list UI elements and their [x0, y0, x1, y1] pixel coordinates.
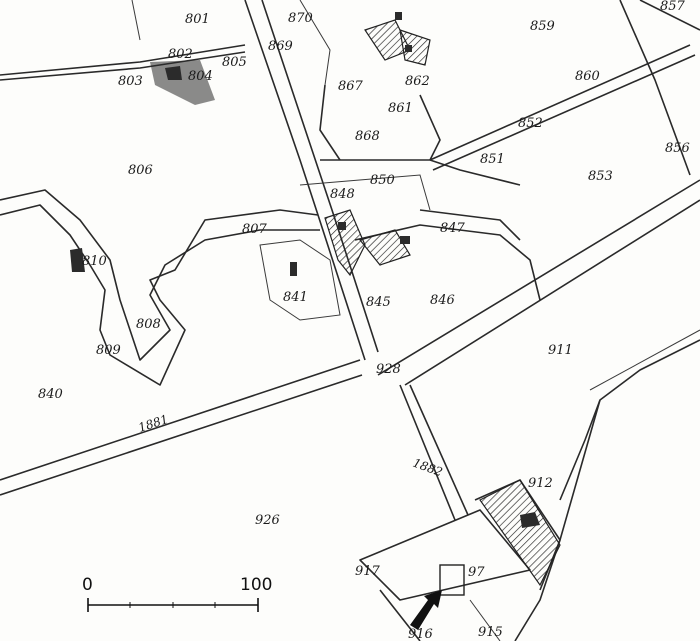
parcel-841: 841 — [283, 290, 308, 305]
parcel-867: 867 — [338, 79, 364, 94]
parcel-853: 853 — [588, 169, 613, 184]
parcel-857: 857 — [660, 0, 686, 14]
building-dark — [338, 222, 346, 230]
parcel-808: 808 — [136, 317, 161, 332]
scale-start-label: 0 — [82, 575, 93, 595]
parcel-917: 917 — [355, 564, 381, 579]
parcel-807: 807 — [242, 222, 268, 237]
parcel-847: 847 — [440, 221, 466, 236]
parcel-846: 846 — [430, 293, 455, 308]
parcel-801: 801 — [185, 12, 210, 27]
parcel-810: 810 — [82, 254, 107, 269]
parcel-911: 911 — [548, 343, 573, 358]
parcel-862: 862 — [405, 74, 430, 89]
parcel-859: 859 — [530, 19, 555, 34]
parcel-803: 803 — [118, 74, 143, 89]
parcel-926: 926 — [255, 513, 280, 528]
parcel-861: 861 — [388, 101, 413, 116]
parcel-850: 850 — [370, 173, 395, 188]
road-labels: 1881 1882 — [137, 412, 445, 479]
building-outline — [439, 564, 465, 596]
building-hatched — [479, 479, 561, 587]
building-dark — [70, 248, 85, 272]
parcel-928: 928 — [376, 362, 401, 377]
parcel-806: 806 — [128, 163, 153, 178]
buildings — [70, 12, 561, 596]
road-1881-label: 1881 — [137, 412, 170, 435]
parcel-860: 860 — [575, 69, 600, 84]
arrow-icon — [410, 590, 442, 630]
parcel-804: 804 — [188, 69, 213, 84]
building-hatched — [358, 229, 411, 266]
scale-bar: 0 100 — [82, 575, 272, 612]
parcel-97: 97 — [468, 565, 485, 580]
parcel-848: 848 — [330, 187, 355, 202]
parcel-845: 845 — [366, 295, 391, 310]
building-dark — [400, 236, 410, 244]
parcel-868: 868 — [355, 129, 380, 144]
parcel-805: 805 — [222, 55, 247, 70]
parcel-851: 851 — [480, 152, 505, 167]
building-hatched — [324, 209, 366, 277]
parcel-809: 809 — [96, 343, 121, 358]
building-dark — [395, 12, 402, 20]
parcel-869: 869 — [268, 39, 293, 54]
parcel-840: 840 — [38, 387, 63, 402]
parcel-856: 856 — [665, 141, 690, 156]
parcel-852: 852 — [518, 116, 543, 131]
building-dark — [165, 66, 182, 80]
parcel-802: 802 — [168, 47, 193, 62]
scale-end-label: 100 — [240, 575, 272, 595]
building-dark — [520, 512, 540, 528]
building-dark — [405, 45, 412, 52]
parcel-915: 915 — [478, 625, 503, 640]
parcel-916: 916 — [408, 627, 433, 641]
building-hatched — [399, 29, 431, 66]
parcel-870: 870 — [288, 11, 313, 26]
road-1882-label: 1882 — [411, 456, 444, 480]
parcel-912: 912 — [528, 476, 553, 491]
building-dark — [290, 262, 297, 276]
parcel-labels: 801 802 803 804 805 806 807 808 809 810 … — [38, 0, 690, 641]
